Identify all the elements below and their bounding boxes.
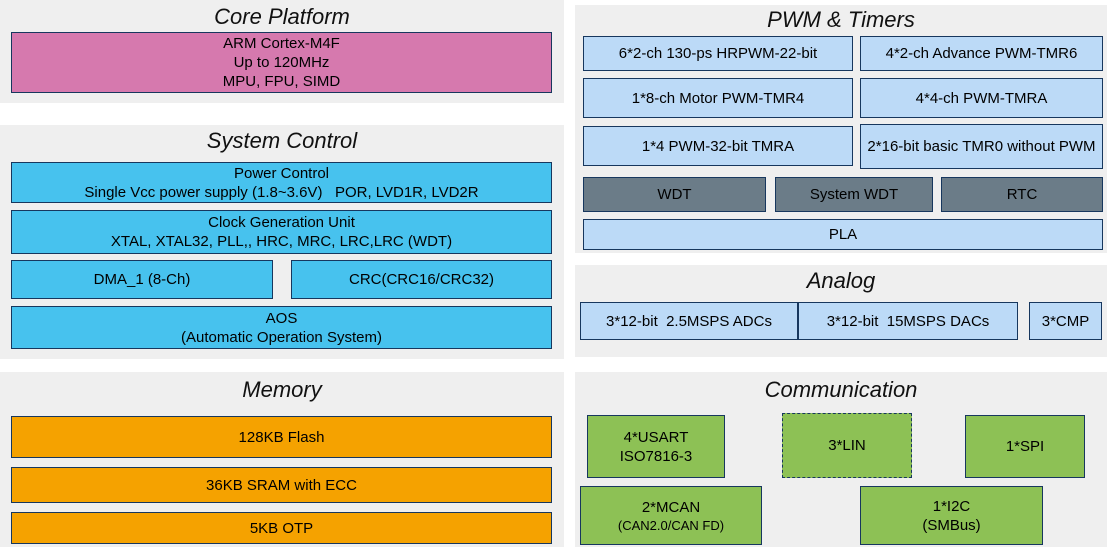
wdt-label: WDT [657,186,692,203]
hrpwm-label: 6*2-ch 130-ps HRPWM-22-bit [618,45,818,62]
adc-label: 3*12-bit 2.5MSPS ADCs [606,312,772,330]
i2c-line2: (SMBus) [922,516,981,534]
mcan-line1: 2*MCAN [641,498,701,516]
usart-block: 4*USART ISO7816-3 [587,415,725,478]
advance-pwm-block: 4*2-ch Advance PWM-TMR6 [860,36,1103,71]
flash-block: 128KB Flash [11,416,552,458]
power-line2: Single Vcc power supply (1.8~3.6V) POR, … [84,183,479,201]
wdt-block: WDT [583,177,766,212]
motor-pwm-block: 1*8-ch Motor PWM-TMR4 [583,78,853,118]
rtc-block: RTC [941,177,1103,212]
system-wdt-label: System WDT [809,186,899,203]
clock-line2: XTAL, XTAL32, PLL,, HRC, MRC, LRC,LRC (W… [110,233,453,250]
rtc-label: RTC [1006,186,1038,203]
sram-block: 36KB SRAM with ECC [11,467,552,503]
dac-block: 3*12-bit 15MSPS DACs [798,302,1018,340]
analog-section: Analog 3*12-bit 2.5MSPS ADCs 3*12-bit 15… [575,265,1107,357]
advance-pwm-label: 4*2-ch Advance PWM-TMR6 [885,45,1078,62]
otp-label: 5KB OTP [249,519,314,537]
memory-title: Memory [242,377,322,402]
spi-block: 1*SPI [965,415,1085,478]
communication-title: Communication [764,377,918,402]
dma-block: DMA_1 (8-Ch) [11,260,273,299]
lin-label: 3*LIN [828,437,866,454]
lin-block: 3*LIN [782,413,912,478]
i2c-block: 1*I2C (SMBus) [860,486,1043,545]
pwm-tmra-block: 4*4-ch PWM-TMRA [860,78,1103,118]
mcan-line2: (CAN2.0/CAN FD) [617,517,725,533]
clock-line1: Clock Generation Unit [208,214,355,231]
adc-block: 3*12-bit 2.5MSPS ADCs [580,302,798,340]
crc-label: CRC(CRC16/CRC32) [348,271,495,288]
pwm32-tmra-label: 1*4 PWM-32-bit TMRA [641,137,795,155]
cmp-label: 3*CMP [1041,312,1090,330]
power-control-block: Power Control Single Vcc power supply (1… [11,162,552,203]
aos-line2: (Automatic Operation System) [181,328,382,346]
core-platform-section: Core Platform ARM Cortex-M4F Up to 120MH… [0,0,564,103]
aos-line1: AOS [265,309,298,327]
dma-label: DMA_1 (8-Ch) [93,271,191,288]
cpu-line1: ARM Cortex-M4F [223,35,340,52]
basic-tmr0-block: 2*16-bit basic TMR0 without PWM [860,124,1103,169]
otp-block: 5KB OTP [11,512,552,544]
pla-block: PLA [583,219,1103,250]
pwm-timers-section: PWM & Timers 6*2-ch 130-ps HRPWM-22-bit … [575,5,1107,253]
pwm-timers-title: PWM & Timers [767,7,915,32]
analog-title: Analog [806,268,876,293]
dac-label: 3*12-bit 15MSPS DACs [826,312,990,330]
motor-pwm-label: 1*8-ch Motor PWM-TMR4 [631,89,805,107]
pwm32-tmra-block: 1*4 PWM-32-bit TMRA [583,126,853,166]
core-platform-title: Core Platform [214,4,350,29]
system-wdt-block: System WDT [775,177,933,212]
cpu-line3: MPU, FPU, SIMD [222,73,341,90]
memory-section: Memory 128KB Flash 36KB SRAM with ECC 5K… [0,372,564,547]
usart-line2: ISO7816-3 [619,447,693,465]
system-control-title: System Control [206,128,358,153]
pwm-tmra-label: 4*4-ch PWM-TMRA [915,89,1048,107]
communication-section: Communication 4*USART ISO7816-3 3*LIN 1*… [575,372,1107,547]
flash-label: 128KB Flash [238,428,325,446]
crc-block: CRC(CRC16/CRC32) [291,260,552,299]
cmp-block: 3*CMP [1029,302,1102,340]
mcan-block: 2*MCAN (CAN2.0/CAN FD) [580,486,762,545]
i2c-line1: 1*I2C [932,497,971,515]
aos-block: AOS (Automatic Operation System) [11,306,552,349]
hrpwm-block: 6*2-ch 130-ps HRPWM-22-bit [583,36,853,71]
cpu-line2: Up to 120MHz [233,54,330,71]
basic-tmr0-label: 2*16-bit basic TMR0 without PWM [867,138,1096,155]
pla-label: PLA [828,226,858,243]
usart-line1: 4*USART [623,428,689,446]
sram-label: 36KB SRAM with ECC [206,476,357,494]
system-control-section: System Control Power Control Single Vcc … [0,125,564,359]
cpu-block: ARM Cortex-M4F Up to 120MHz MPU, FPU, SI… [11,32,552,93]
power-line1: Power Control [233,164,330,182]
clock-generation-block: Clock Generation Unit XTAL, XTAL32, PLL,… [11,210,552,254]
spi-label: 1*SPI [1005,438,1045,455]
